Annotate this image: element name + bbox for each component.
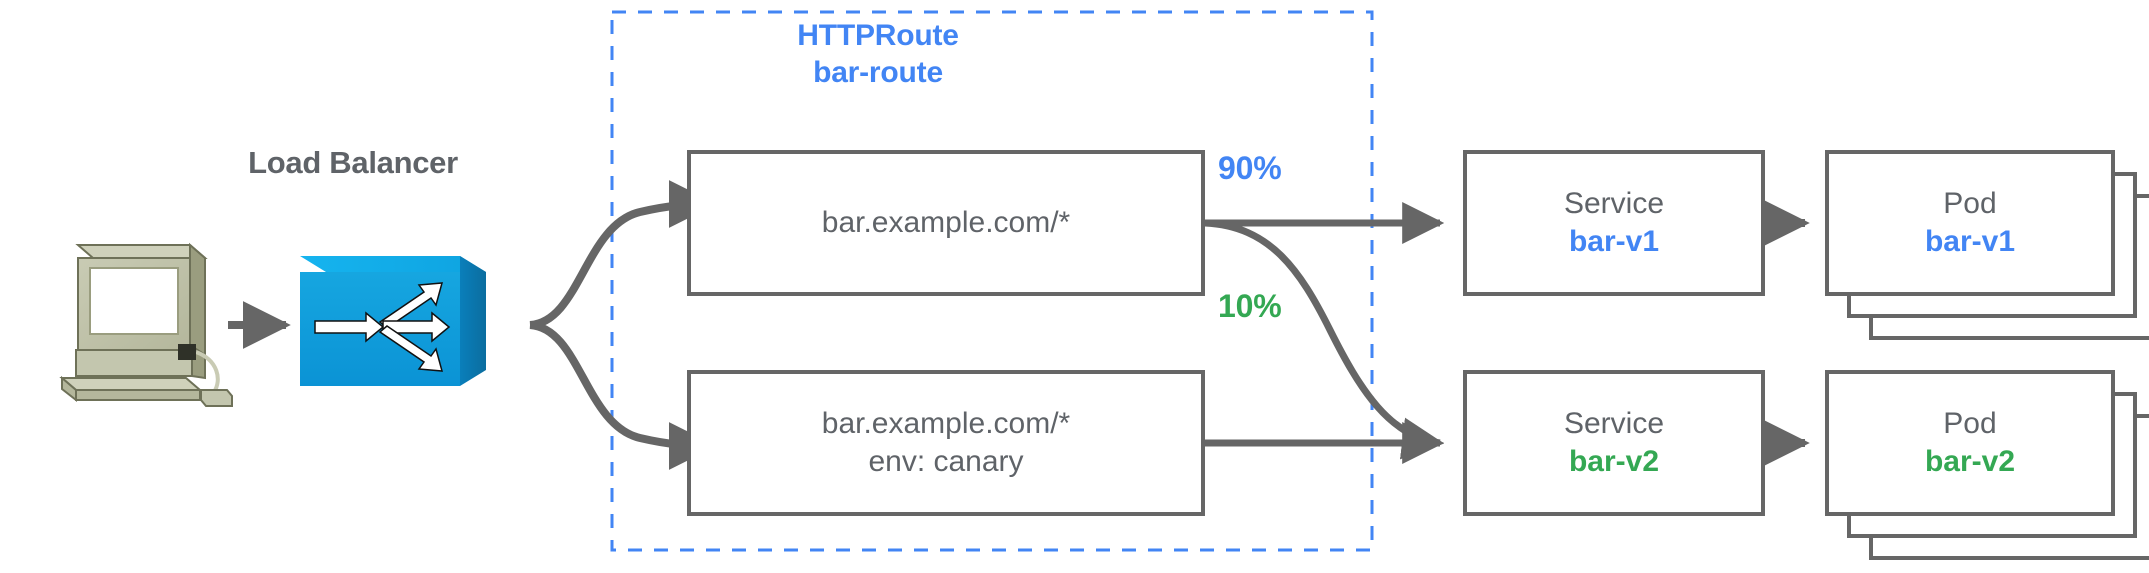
route-box-canary[interactable]: bar.example.com/* env: canary [687, 370, 1205, 516]
service-box-bar-v1[interactable]: Service bar-v1 [1463, 150, 1765, 296]
route-canary-hostname: bar.example.com/* [821, 406, 1071, 440]
service-kind-label: Service [1563, 406, 1665, 440]
desktop-computer-icon [59, 242, 233, 407]
pod-stack-bar-v1[interactable]: Pod bar-v1 [1825, 150, 2149, 346]
httproute-kind-label: HTTPRoute [797, 19, 959, 52]
pod-kind-label: Pod [1943, 186, 1997, 220]
pod-card-front[interactable]: Pod bar-v2 [1825, 370, 2115, 516]
httproute-name-label: bar-route [813, 55, 943, 89]
pod-stack-bar-v2[interactable]: Pod bar-v2 [1825, 370, 2149, 566]
service-box-bar-v2[interactable]: Service bar-v2 [1463, 370, 1765, 516]
pod-kind-label: Pod [1943, 406, 1997, 440]
edge-loadbalancer-to-route-primary [529, 180, 717, 329]
weight-label-primary: 90% [1218, 150, 1282, 186]
weight-label-canary: 10% [1218, 288, 1282, 324]
edge-loadbalancer-to-route-canary [529, 321, 717, 470]
httproute-group-boundary [610, 10, 1374, 552]
httproute-group-label: HTTPRoute bar-route [598, 18, 1158, 91]
load-balancer-icon [300, 256, 486, 386]
route-box-primary[interactable]: bar.example.com/* [687, 150, 1205, 296]
service-kind-label: Service [1563, 186, 1665, 220]
pod-name-label: bar-v1 [1924, 225, 2016, 258]
load-balancer-caption: Load Balancer [248, 145, 458, 180]
pod-card-front[interactable]: Pod bar-v1 [1825, 150, 2115, 296]
route-primary-hostname: bar.example.com/* [821, 205, 1071, 239]
service-name-label: bar-v2 [1568, 445, 1660, 478]
edge-route-primary-to-service-bar-v2 [1204, 219, 1445, 460]
route-canary-header-match: env: canary [868, 445, 1024, 478]
pod-name-label: bar-v2 [1924, 445, 2016, 478]
service-name-label: bar-v1 [1568, 225, 1660, 258]
